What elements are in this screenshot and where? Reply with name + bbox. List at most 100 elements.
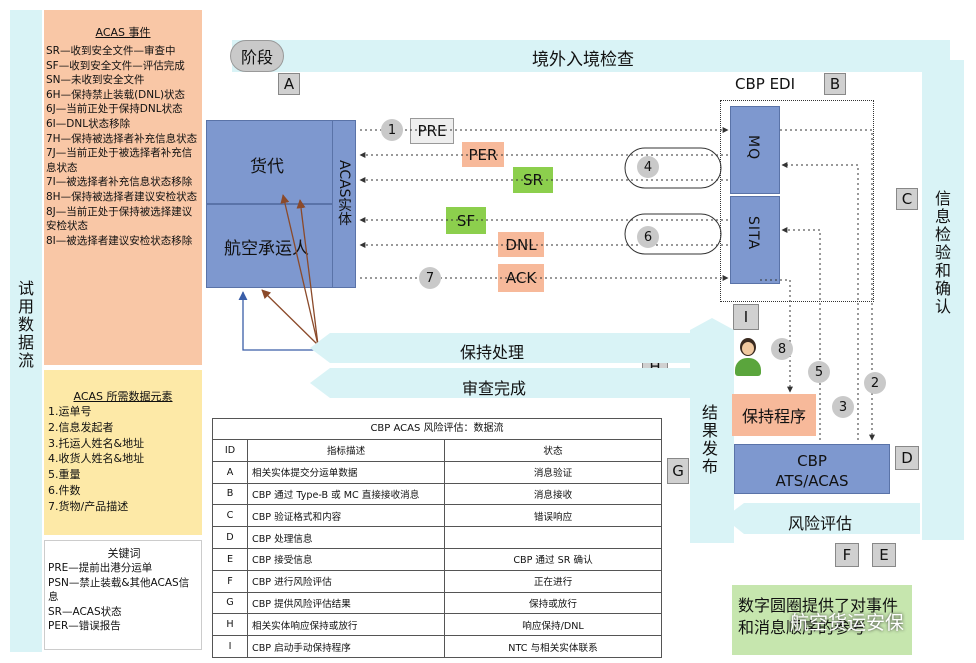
brown-arrow-2	[261, 289, 319, 346]
cell-desc: 相关实体响应保持或放行	[247, 613, 445, 637]
list-item: 7J—当前正处于被选择者补充信息状态	[46, 147, 193, 174]
cell-desc: CBP 进行风险评估	[247, 569, 445, 593]
acas-events-title: ACAS 事件	[95, 26, 151, 39]
brown-arrow-3	[296, 199, 319, 346]
cell-id: E	[212, 547, 248, 571]
cell-status: 保持或放行	[444, 591, 662, 615]
flow-2	[780, 129, 875, 441]
hold-process-label: 保持处理	[460, 343, 525, 362]
top-bar	[232, 40, 950, 72]
th-desc: 指标描述	[247, 439, 445, 462]
right-bar-label: 信息检验和确认	[932, 190, 951, 316]
list-item: 7I—被选择者补充信息状态移除	[46, 176, 193, 189]
right-bar	[922, 60, 964, 540]
list-item: PRE—提前出港分运单	[48, 562, 153, 574]
cell-status: NTC 与相关实体联系	[444, 635, 662, 658]
list-item: 1.运单号	[48, 405, 92, 418]
acas-entity-box	[332, 120, 356, 288]
cell-id: H	[212, 613, 248, 637]
step-2: 2	[864, 372, 886, 394]
hold-procedure-box: 保持程序	[732, 394, 816, 436]
letter-g: G	[667, 458, 689, 484]
step-1: 1	[381, 119, 403, 141]
cell-status: CBP 通过 SR 确认	[444, 547, 662, 571]
list-item: 5.重量	[48, 468, 81, 482]
review-done-label: 审查完成	[462, 379, 527, 398]
cell-id: F	[212, 569, 248, 593]
letter-e: E	[872, 543, 896, 567]
cell-desc: CBP 提供风险评估结果	[247, 591, 445, 615]
list-item: 2.信息发起者	[48, 420, 114, 434]
list-item: 7.货物/产品描述	[48, 499, 129, 513]
top-bar-label: 境外入境检查	[532, 50, 634, 70]
sita-label: SITA	[745, 216, 761, 251]
cell-status: 消息验证	[444, 460, 662, 484]
letter-a: A	[278, 73, 300, 95]
keywords-title: 关键词	[107, 547, 141, 560]
list-item: 3.托运人姓名&地址	[48, 436, 145, 450]
left-band	[10, 10, 42, 652]
cell-status: 消息接收	[444, 482, 662, 506]
list-item: PER—错误报告	[48, 620, 121, 633]
step-3: 3	[832, 396, 854, 418]
cell-desc: CBP 通过 Type-B 或 MC 直接接收消息	[247, 482, 445, 506]
step-6: 6	[637, 226, 659, 248]
risk-eval-label: 风险评估	[788, 514, 853, 533]
cbp-edi-label: CBP EDI	[735, 75, 796, 93]
cell-id: C	[212, 504, 248, 528]
sita-box	[730, 196, 780, 284]
cell-status	[444, 526, 662, 549]
risk-arrow	[724, 503, 920, 534]
results-bar	[690, 318, 734, 543]
cell-status: 错误响应	[444, 504, 662, 528]
letter-i: I	[733, 304, 759, 330]
list-item: 7H—保持被选择者补充信息状态	[46, 132, 198, 145]
cell-id: I	[212, 635, 248, 658]
loop-4	[624, 147, 722, 189]
cell-status: 正在进行	[444, 569, 662, 593]
list-item: 6H—保持禁止装载(DNL)状态	[46, 88, 186, 101]
step-5: 5	[808, 361, 830, 383]
mq-box	[730, 106, 780, 194]
list-item: SR—ACAS状态	[48, 605, 122, 618]
list-item: SN—未收到安全文件	[46, 74, 145, 87]
list-item: SF—收到安全文件—评估完成	[46, 59, 185, 72]
forwarder-label: 货代	[250, 157, 284, 177]
cell-id: A	[212, 460, 248, 484]
th-status: 状态	[444, 439, 662, 462]
stage-badge: 阶段	[230, 40, 284, 72]
list-item: 8H—保持被选择者建议安检状态	[46, 190, 198, 203]
brown-arrow-1	[280, 194, 319, 346]
step-8: 8	[771, 338, 793, 360]
hold-arrow	[310, 333, 690, 363]
cell-desc: 相关实体提交分运单数据	[247, 460, 445, 484]
cell-status: 响应保持/DNL	[444, 613, 662, 637]
list-item: 6.件数	[48, 483, 81, 497]
list-item: 8I—被选择者建议安检状态移除	[46, 234, 193, 247]
cell-desc: CBP 接受信息	[247, 547, 445, 571]
flow-3	[781, 162, 859, 440]
carrier-label: 航空承运人	[224, 239, 309, 259]
loop-6	[624, 213, 722, 255]
blue-arrow	[238, 291, 318, 351]
acas-entity-label: ACAS实体	[336, 160, 352, 226]
acas-elements-title: ACAS 所需数据元素	[73, 390, 173, 403]
step-4: 4	[637, 156, 659, 178]
cell-id: B	[212, 482, 248, 506]
letter-c: C	[896, 188, 918, 210]
